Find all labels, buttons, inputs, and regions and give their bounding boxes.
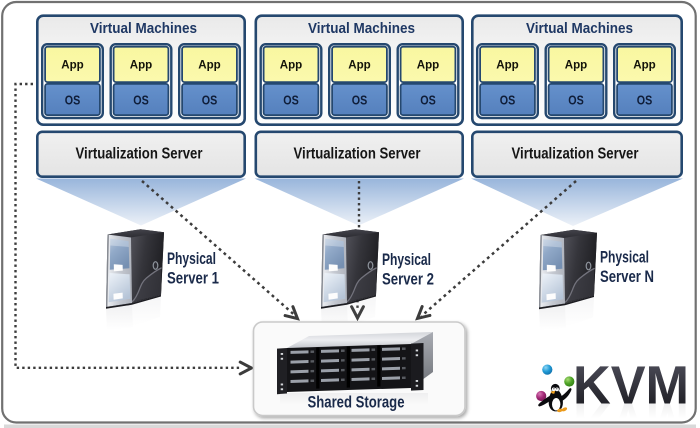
svg-text:Physical: Physical (167, 249, 216, 268)
svg-text:Server 2: Server 2 (382, 270, 434, 289)
svg-text:KVM: KVM (573, 355, 689, 415)
svg-text:Virtualization Server: Virtualization Server (76, 146, 203, 163)
svg-text:Virtualization Server: Virtualization Server (512, 146, 639, 163)
svg-text:Shared Storage: Shared Storage (308, 393, 405, 412)
svg-text:Physical: Physical (382, 250, 431, 269)
svg-text:Virtualization Server: Virtualization Server (294, 146, 421, 163)
svg-text:Virtual Machines: Virtual Machines (526, 21, 633, 37)
svg-text:KVM: KVM (573, 391, 689, 428)
svg-text:Virtual Machines: Virtual Machines (90, 21, 197, 37)
svg-text:Virtual Machines: Virtual Machines (308, 21, 415, 37)
svg-text:Server 1: Server 1 (167, 269, 219, 288)
svg-text:Physical: Physical (600, 248, 649, 267)
svg-text:Server N: Server N (600, 267, 654, 286)
